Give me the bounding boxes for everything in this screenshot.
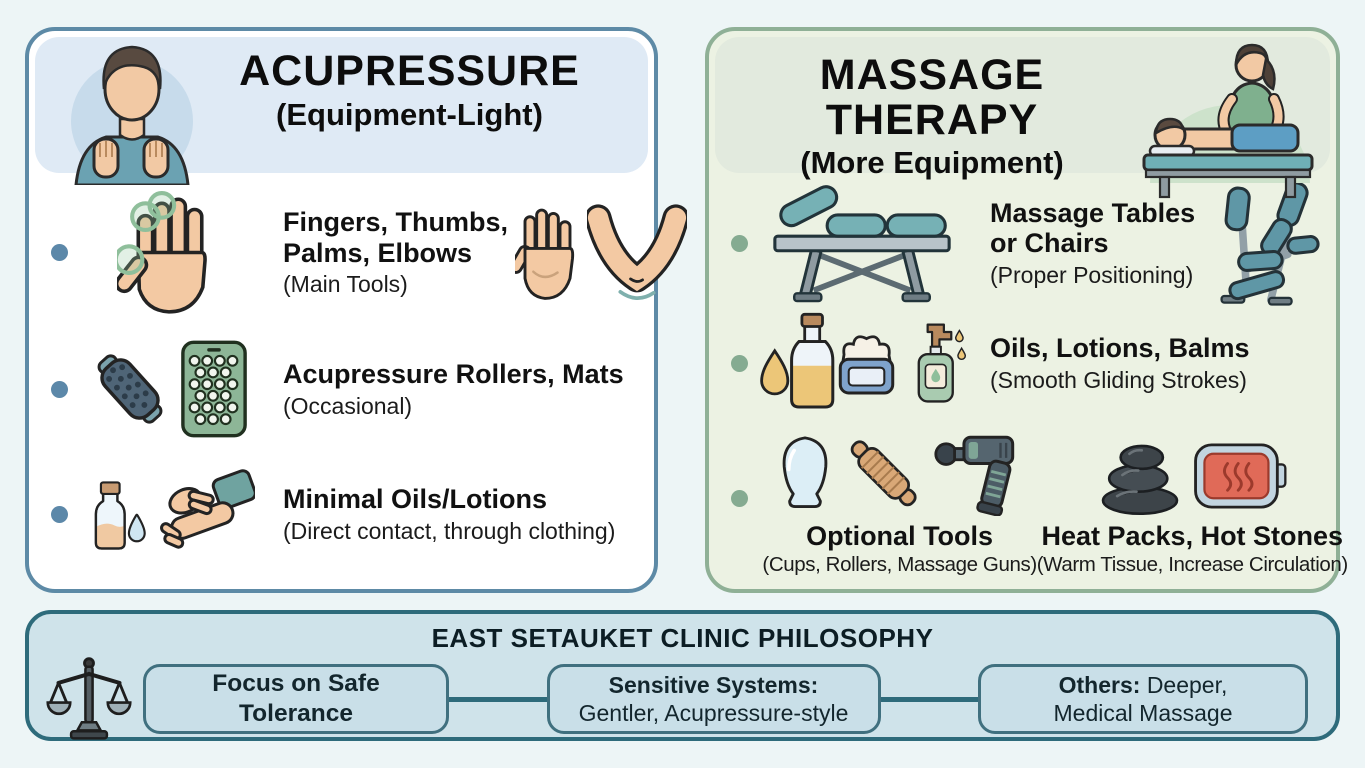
oil-bottle-drop-icon <box>94 481 146 551</box>
box-bold-text: Others: <box>1058 671 1141 698</box>
item-note: (Direct contact, through clothing) <box>283 517 616 544</box>
clinic-philosophy-panel: EAST SETAUKET CLINIC PHILOSOPHY Focus on… <box>25 610 1340 741</box>
group-note: (Cups, Rollers, Massage Guns) <box>762 553 1037 576</box>
massage-item-oils-lotions: Oils, Lotions, Balms (Smooth Gliding Str… <box>725 307 1324 420</box>
group-label: Optional Tools <box>806 520 994 551</box>
massage-item-tools-heat: Optional Tools (Cups, Rollers, Massage G… <box>725 420 1348 577</box>
item-label: Acupressure Rollers, Mats <box>283 359 624 390</box>
cupping-cup-icon <box>782 436 827 508</box>
massage-subtitle: (More Equipment) <box>800 145 1064 181</box>
philosophy-box-sensitive-systems: Sensitive Systems: Gentler, Acupressure-… <box>546 664 881 734</box>
item-label: Minimal Oils/Lotions <box>283 484 548 515</box>
item-note: (Proper Positioning) <box>990 261 1194 288</box>
box-regular-text: Deeper, <box>1146 671 1228 698</box>
group-label: Heat Packs, Hot Stones <box>1041 520 1344 551</box>
lotion-pump-bottle-icon <box>918 323 967 403</box>
heat-group: Heat Packs, Hot Stones (Warm Tissue, Inc… <box>1036 420 1348 577</box>
hot-stones-icon <box>1101 444 1179 515</box>
cream-swirl <box>841 335 892 362</box>
box-bold-text: Sensitive Systems: <box>608 671 819 698</box>
massage-therapy-panel: MASSAGE THERAPY (More Equipment) <box>705 27 1348 593</box>
person-self-acupressure-icon <box>71 45 193 185</box>
box-regular-text: Medical Massage <box>1053 700 1233 726</box>
item-label: Fingers, Thumbs, Palms, Elbows <box>283 207 509 268</box>
optional-tools-group: Optional Tools (Cups, Rollers, Massage G… <box>762 420 1037 577</box>
bullet-dot <box>731 234 748 252</box>
massage-table-icon <box>773 185 951 303</box>
oils-bottle-jar-group-icon <box>760 313 895 409</box>
item-note: (Smooth Gliding Strokes) <box>990 366 1247 393</box>
item-note: (Occasional) <box>283 392 413 419</box>
bullet-dot <box>51 244 68 262</box>
item-label: Oils, Lotions, Balms <box>990 333 1250 364</box>
bullet-dot <box>731 489 748 507</box>
group-note: (Warm Tissue, Increase Circulation) <box>1036 553 1348 576</box>
wooden-roller-icon <box>850 440 917 506</box>
philosophy-box-others: Others: Deeper, Medical Massage <box>978 664 1308 734</box>
bullet-dot <box>51 380 68 398</box>
massage-item-tables-chairs: Massage Tables or Chairs (Proper Positio… <box>725 179 1324 307</box>
acupressure-item-rollers-mats: Acupressure Rollers, Mats (Occasional) <box>45 327 642 452</box>
hands-contact-icon <box>159 469 255 550</box>
massage-title: MASSAGE THERAPY <box>819 51 1045 144</box>
acupressure-panel: ACUPRESSURE (Equipment-Light) <box>25 27 687 593</box>
acupressure-mat-icon <box>180 340 247 438</box>
heat-pack-icon <box>1194 443 1287 509</box>
connector-line <box>449 696 547 702</box>
bullet-dot <box>51 505 68 523</box>
box-regular-text: Gentler, Acupressure-style <box>578 700 849 726</box>
oil-bottle-icon <box>790 340 835 409</box>
balance-scales-icon <box>46 657 132 740</box>
connector-line <box>880 696 978 702</box>
acupressure-title: ACUPRESSURE <box>239 47 580 95</box>
acupressure-item-minimal-oils: Minimal Oils/Lotions (Direct contact, th… <box>45 452 642 577</box>
massage-therapist-table-scene-icon <box>1142 43 1314 199</box>
bullet-dot <box>731 354 748 372</box>
massage-gun-icon <box>933 435 1014 516</box>
massage-chair-icon <box>1220 181 1320 306</box>
open-palm-icon <box>515 208 575 300</box>
hand-pressure-points-icon <box>116 190 207 314</box>
philosophy-box-safe-tolerance: Focus on Safe Tolerance <box>143 664 449 734</box>
item-note: (Main Tools) <box>283 271 408 298</box>
acupressure-item-main-tools: Fingers, Thumbs, Palms, Elbows (Main Too… <box>45 179 687 327</box>
acupressure-roller-icon <box>97 354 162 424</box>
elbow-icon <box>587 204 687 300</box>
item-label: Massage Tables or Chairs <box>990 197 1196 259</box>
oil-droplet-icon <box>760 348 790 396</box>
box-bold-text: Focus on Safe Tolerance <box>212 670 380 727</box>
acupressure-subtitle: (Equipment-Light) <box>276 96 543 132</box>
philosophy-title: EAST SETAUKET CLINIC PHILOSOPHY <box>431 623 934 653</box>
